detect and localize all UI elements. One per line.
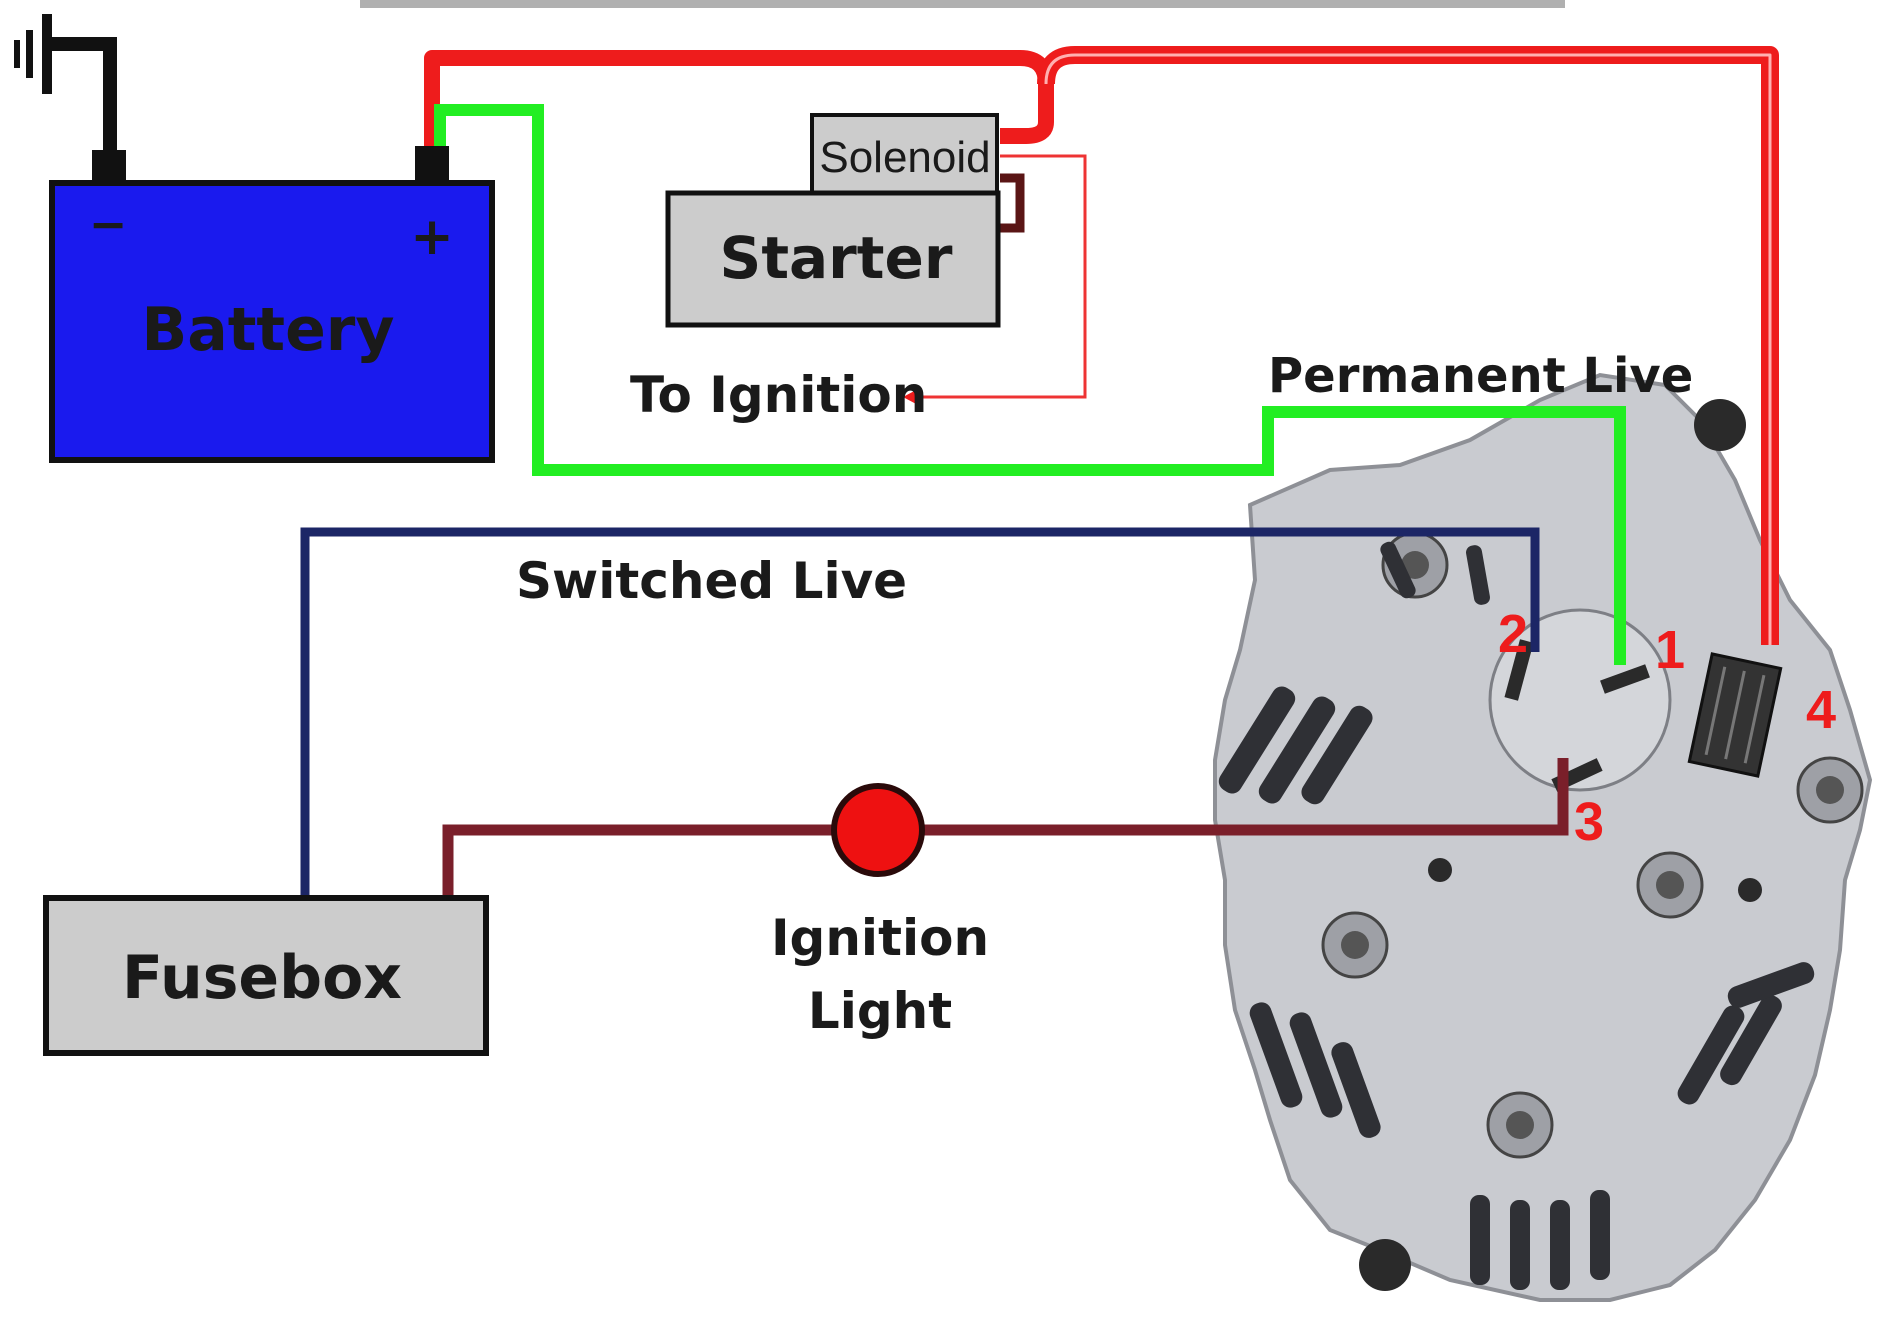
- screw: [1738, 878, 1762, 902]
- maroon-wire-warning-lamp: [442, 758, 1569, 898]
- solenoid-label: Solenoid: [819, 133, 990, 182]
- cooling-slots: [1218, 541, 1815, 1290]
- fusebox: Fusebox: [43, 895, 489, 1056]
- battery-plus-sign: +: [410, 207, 454, 267]
- battery-positive-post: [415, 146, 449, 186]
- pivot-hole: [1694, 399, 1746, 451]
- battery-minus-sign: −: [89, 197, 128, 251]
- ignition-light: Ignition Light: [771, 783, 989, 1040]
- navy-wire-switched-live: [300, 527, 1540, 898]
- pivot-hole: [1359, 1239, 1411, 1291]
- starter-body: [665, 190, 1001, 328]
- ignition-light-label-line2: Light: [808, 982, 952, 1040]
- screw: [1428, 858, 1452, 882]
- switched-live-label: Switched Live: [516, 552, 907, 610]
- battery-body: [49, 180, 495, 463]
- terminal-1-blade: [1600, 664, 1650, 694]
- starter-label: Starter: [720, 224, 953, 292]
- ground-symbol: [14, 14, 117, 155]
- ignition-light-label-line1: Ignition: [771, 909, 989, 967]
- terminal-2-number: 2: [1498, 604, 1528, 664]
- top-title-bar: [360, 0, 1565, 8]
- to-ignition-label: To Ignition: [630, 366, 927, 424]
- solenoid-body: [810, 113, 999, 195]
- connector-ribs: [1704, 666, 1766, 764]
- terminal-4-number: 4: [1806, 680, 1836, 740]
- permanent-live-label: Permanent Live: [1268, 348, 1693, 404]
- terminal-1-number: 1: [1655, 620, 1685, 680]
- red-wire-solenoid-to-ignition: [915, 154, 1087, 399]
- bolt: [1486, 1091, 1554, 1159]
- battery-label: Battery: [142, 295, 395, 365]
- alternator: [1213, 372, 1873, 1302]
- starter: Starter: [665, 190, 1001, 328]
- bolt: [1796, 756, 1864, 824]
- battery: − + Battery: [49, 146, 495, 463]
- solenoid-starter-link: [1000, 173, 1025, 233]
- bolt: [1636, 851, 1704, 919]
- terminal-3-number: 3: [1574, 792, 1604, 852]
- solenoid: Solenoid: [810, 113, 999, 195]
- fusebox-body: [43, 895, 489, 1056]
- fusebox-label: Fusebox: [122, 943, 402, 1013]
- terminal-2-blade: [1504, 639, 1534, 701]
- to-ignition-arrow: [903, 389, 918, 405]
- green-wire-permanent-live: [434, 104, 1626, 665]
- bolt: [1321, 911, 1389, 979]
- ignition-lamp: [831, 783, 925, 877]
- battery-negative-post: [92, 150, 126, 186]
